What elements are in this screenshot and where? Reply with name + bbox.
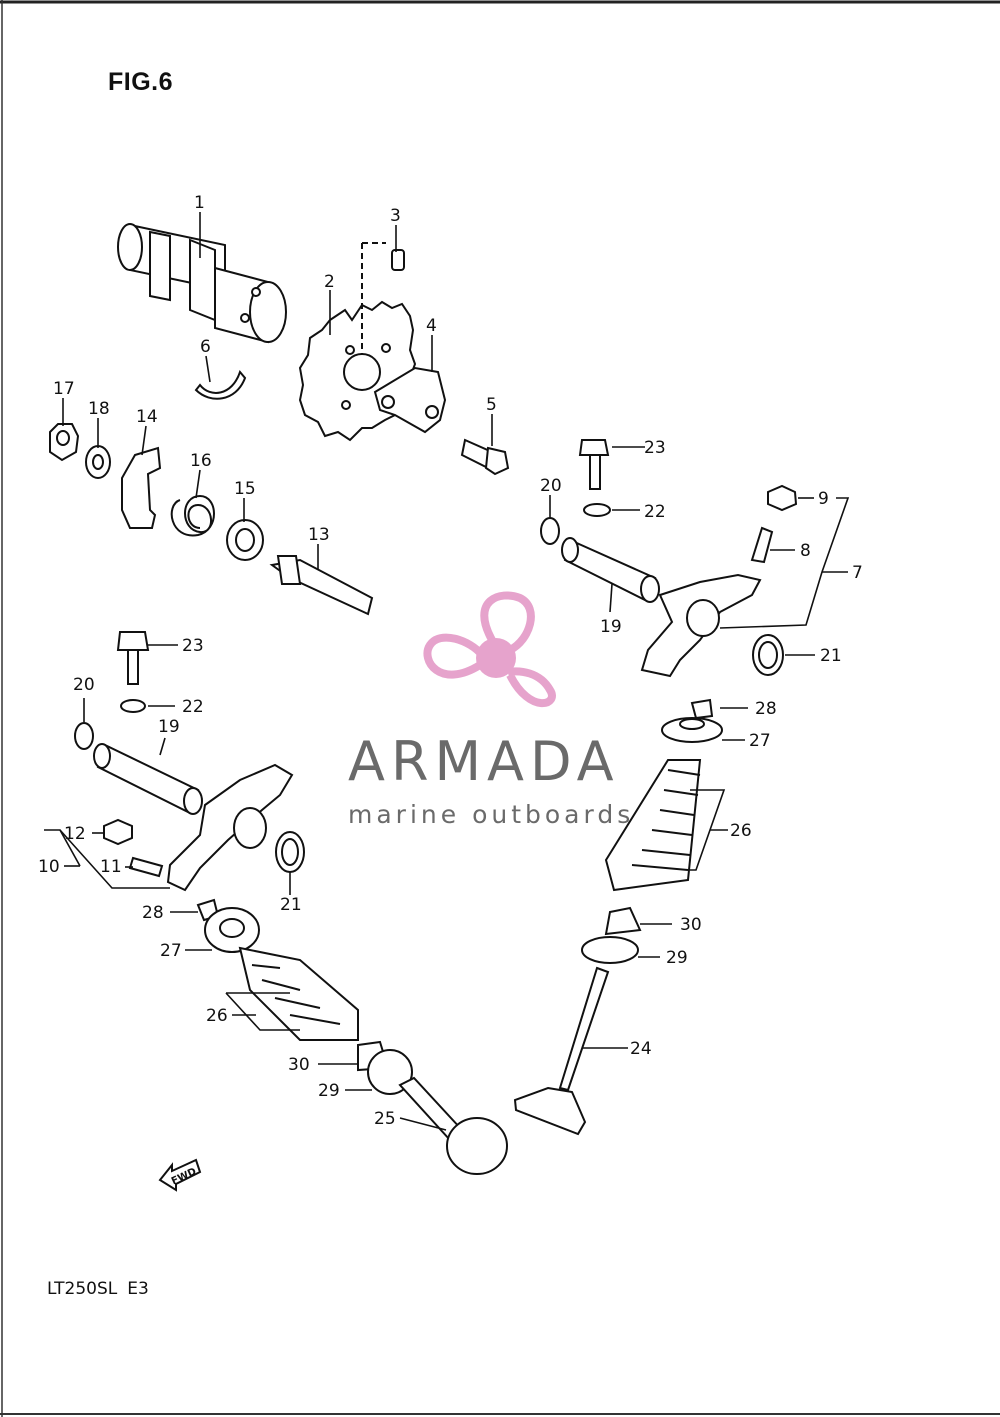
- figure-title: FIG.6: [108, 68, 174, 96]
- callout-17: 17: [53, 379, 75, 399]
- callout-4: 4: [426, 316, 437, 336]
- watermark-tagline: marine outboards: [348, 800, 635, 829]
- spring-retainer-27-left: [204, 907, 260, 953]
- callout-30-left: 30: [288, 1055, 310, 1075]
- callout-14: 14: [136, 407, 158, 427]
- callout-12: 12: [64, 824, 86, 844]
- callout-26-right: 26: [730, 821, 752, 841]
- callout-3: 3: [390, 206, 401, 226]
- dowel-pin: [361, 242, 405, 355]
- callout-27-right: 27: [749, 731, 771, 751]
- callout-2: 2: [324, 272, 335, 292]
- callout-10: 10: [38, 857, 60, 877]
- nut-9: [767, 484, 798, 512]
- callout-1: 1: [194, 193, 205, 213]
- callout-24: 24: [630, 1039, 652, 1059]
- callout-30-right: 30: [680, 915, 702, 935]
- callout-7: 7: [852, 563, 863, 583]
- adjuster-screw-11: [128, 856, 164, 878]
- callout-13: 13: [308, 525, 330, 545]
- callout-29-left: 29: [318, 1081, 340, 1101]
- callout-16: 16: [190, 451, 212, 471]
- callout-8: 8: [800, 541, 811, 561]
- callout-labels: 1 2 3 4 5 6 7 8 9 10 11 12 13 14 15 16 1…: [38, 193, 863, 1187]
- callout-20-upper: 20: [540, 476, 562, 496]
- callout-29-right: 29: [666, 948, 688, 968]
- rocker-shaft-19-upper: [561, 537, 660, 603]
- spring-retainer-27-right: [661, 717, 723, 743]
- callout-19-lower: 19: [158, 717, 180, 737]
- o-ring-21-upper: [752, 634, 784, 676]
- valve-seal-30-right: [604, 906, 642, 936]
- callout-22-upper: 22: [644, 502, 666, 522]
- rocker-shaft-19-lower: [93, 743, 203, 815]
- valve-cotter-28-right: [690, 698, 714, 720]
- nut-12: [103, 818, 133, 846]
- rocker-arm-10: [166, 763, 294, 892]
- valve-spring-26-left: [238, 946, 359, 1041]
- camshaft: [117, 223, 287, 344]
- region-code: E3: [127, 1279, 149, 1299]
- washer-22-upper: [583, 503, 611, 517]
- callout-21-lower: 21: [280, 895, 302, 915]
- callout-23-lower: 23: [182, 636, 204, 656]
- spring-seat-29-left: [367, 1049, 413, 1095]
- callout-22-lower: 22: [182, 697, 204, 717]
- valve-spring-26-right: [604, 759, 702, 892]
- spring-16: [170, 494, 215, 537]
- model-footer: LT250SL E3: [47, 1279, 159, 1299]
- callout-18: 18: [88, 399, 110, 419]
- shaft-13: [269, 555, 374, 616]
- bracket-14: [121, 446, 162, 529]
- fwd-arrow-icon: [158, 1158, 202, 1192]
- bolt-23-lower: [116, 631, 150, 685]
- washer-22-lower: [120, 699, 146, 713]
- callout-26-left: 26: [206, 1006, 228, 1026]
- callout-28-right: 28: [755, 699, 777, 719]
- o-ring-21-lower: [275, 831, 305, 873]
- callout-5: 5: [486, 395, 497, 415]
- leader-lines: [44, 212, 850, 1131]
- callout-9: 9: [818, 489, 829, 509]
- callout-28-left: 28: [142, 903, 164, 923]
- callout-20-lower: 20: [73, 675, 95, 695]
- callout-19-upper: 19: [600, 617, 622, 637]
- model-code: LT250SL: [47, 1279, 118, 1299]
- o-ring-20-lower: [74, 722, 94, 750]
- washer-18: [85, 445, 111, 479]
- bolt-23-upper: [578, 439, 610, 490]
- adjuster-screw-8: [750, 526, 774, 564]
- callout-6: 6: [200, 337, 211, 357]
- valve-24: [513, 966, 610, 1136]
- callout-25: 25: [374, 1109, 396, 1129]
- callout-21-upper: 21: [820, 646, 842, 666]
- callout-15: 15: [234, 479, 256, 499]
- sprocket-plate: [373, 366, 447, 434]
- callout-27-left: 27: [160, 941, 182, 961]
- bearing-15: [226, 519, 264, 561]
- retainer-clip: [194, 369, 247, 400]
- cam-sprocket: [298, 300, 417, 442]
- callout-23-upper: 23: [644, 438, 666, 458]
- nut-17: [49, 423, 80, 462]
- propeller-logo-icon: [423, 591, 556, 708]
- spring-seat-29-right: [581, 936, 639, 964]
- watermark-brand: ARMADA: [348, 730, 620, 793]
- rocker-arm-7: [640, 573, 762, 678]
- valve-25: [398, 1076, 508, 1175]
- callout-11: 11: [100, 857, 122, 877]
- sprocket-bolt: [460, 438, 510, 476]
- o-ring-20-upper: [540, 517, 560, 545]
